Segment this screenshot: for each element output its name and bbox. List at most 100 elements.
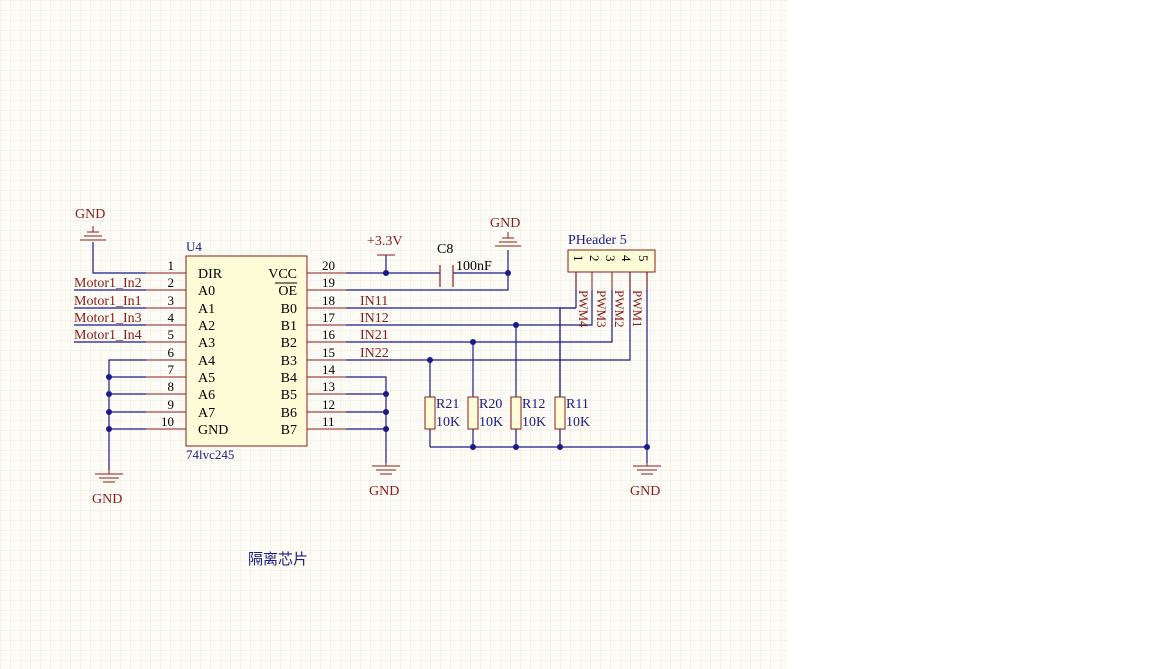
ic-u4[interactable]: U4 74lvc245	[146, 239, 346, 462]
resistor-r21[interactable]: R21 10K	[424, 396, 460, 430]
gnd-symbol-left-bottom	[95, 470, 123, 483]
pin-name: B4	[281, 371, 297, 386]
pin-name: A5	[198, 371, 215, 386]
pin-number: 6	[168, 345, 175, 360]
pin-name: DIR	[198, 267, 223, 282]
resistor-designator: R21	[436, 397, 459, 412]
pin-number: 8	[168, 379, 175, 394]
header-pin-lines	[575, 272, 648, 290]
resistor-r11[interactable]: R11 10K	[554, 396, 590, 430]
net-label: IN12	[360, 311, 389, 326]
pin-name: VCC	[268, 267, 297, 282]
header-pin-number: 3	[603, 255, 618, 262]
output-net-labels: IN11 IN12 IN21 IN22	[360, 294, 389, 361]
pin-name: B2	[281, 336, 297, 351]
header-pin-number: 5	[636, 255, 651, 262]
net-label: Motor1_In2	[74, 276, 142, 291]
pin-number: 2	[168, 275, 175, 290]
ic-part-number: 74lvc245	[186, 447, 234, 462]
sheet-caption: 隔离芯片	[248, 551, 308, 568]
net-label: IN22	[360, 346, 389, 361]
pin-number: 14	[322, 362, 336, 377]
pin-number: 4	[168, 310, 175, 325]
ic-right-pin-names: VCC OE B0 B1 B2 B3 B4 B5 B6 B7	[268, 267, 297, 438]
pwm-net-label: PWM1	[630, 290, 645, 328]
pin-name: B1	[281, 319, 297, 334]
pin-number: 1	[168, 258, 175, 273]
pin-name: OE	[278, 284, 297, 299]
pin-name: A6	[198, 388, 215, 403]
ic-left-pin-names: DIR A0 A1 A2 A3 A4 A5 A6 A7 GND	[198, 267, 228, 438]
capacitor-c8[interactable]	[439, 265, 454, 287]
pin-name: A1	[198, 302, 215, 317]
gnd-label: GND	[630, 484, 660, 499]
input-net-labels: Motor1_In2 Motor1_In1 Motor1_In3 Motor1_…	[74, 276, 142, 343]
ic-right-pin-numbers: 20 19 18 17 16 15 14 13 12 11	[322, 258, 336, 429]
pin-number: 13	[322, 379, 335, 394]
pin-number: 18	[322, 293, 335, 308]
pin-name: A7	[198, 406, 215, 421]
pin-number: 19	[322, 275, 335, 290]
resistor-value: 10K	[522, 415, 546, 430]
net-label: IN21	[360, 328, 389, 343]
pin-name: A2	[198, 319, 215, 334]
capacitor-value: 100nF	[456, 259, 492, 274]
pin-name: A0	[198, 284, 215, 299]
net-label: Motor1_In4	[74, 328, 142, 343]
pwm-net-label: PWM3	[594, 290, 609, 328]
resistor-value: 10K	[479, 415, 503, 430]
resistor-designator: R12	[522, 397, 545, 412]
pwm-net-label: PWM4	[576, 290, 591, 328]
resistor-value: 10K	[436, 415, 460, 430]
header-pin-number: 4	[619, 255, 634, 262]
wires	[74, 242, 648, 470]
pin-name: B3	[281, 354, 297, 369]
capacitor-designator: C8	[437, 242, 453, 257]
header-pin-numbers: 1 2 3 4 5	[571, 255, 651, 262]
pin-name: B6	[281, 406, 297, 421]
ic-left-pin-numbers: 1 2 3 4 5 6 7 8 9 10	[161, 258, 175, 429]
ic-left-pin-lines	[146, 272, 186, 430]
pin-name: B0	[281, 302, 297, 317]
pin-name: B5	[281, 388, 297, 403]
pin-number: 20	[322, 258, 335, 273]
junctions	[106, 270, 650, 450]
header-pin-number: 1	[571, 255, 586, 262]
pin-number: 16	[322, 327, 336, 342]
gnd-label: GND	[369, 484, 399, 499]
pin-number: 10	[161, 414, 174, 429]
resistor-value: 10K	[566, 415, 590, 430]
ic-right-pin-lines	[307, 272, 346, 430]
pin-number: 9	[168, 397, 175, 412]
gnd-label: GND	[92, 492, 122, 507]
pin-number: 12	[322, 397, 335, 412]
gnd-symbol-top-left	[80, 226, 106, 241]
header-designator: PHeader 5	[568, 233, 627, 248]
pin-number: 7	[168, 362, 175, 377]
pin-name: B7	[281, 423, 297, 438]
net-label: Motor1_In3	[74, 311, 142, 326]
pwm-net-label: PWM2	[612, 290, 627, 328]
resistor-r20[interactable]: R20 10K	[467, 396, 503, 430]
gnd-label: GND	[75, 207, 105, 222]
resistor-designator: R20	[479, 397, 502, 412]
vcc-label: +3.3V	[367, 234, 403, 249]
pin-number: 3	[168, 293, 175, 308]
ic-body[interactable]	[185, 255, 308, 447]
header-pin-number: 2	[587, 255, 602, 262]
resistor-designator: R11	[566, 397, 589, 412]
pin-number: 17	[322, 310, 336, 325]
pin-name: A4	[198, 354, 215, 369]
header-p[interactable]: PHeader 5 1 2 3 4 5 PWM4 PWM3 PWM2 PWM1	[567, 233, 656, 328]
net-label: Motor1_In1	[74, 294, 142, 309]
gnd-symbol-mid-bottom	[372, 463, 400, 475]
pin-name: A3	[198, 336, 215, 351]
sheet-grid	[0, 0, 787, 669]
resistor-r12[interactable]: R12 10K	[510, 396, 546, 430]
ic-designator: U4	[186, 239, 202, 254]
net-label: IN11	[360, 294, 388, 309]
gnd-symbol-right-bottom	[633, 463, 661, 475]
pin-name: GND	[198, 423, 228, 438]
gnd-symbol-cap	[495, 232, 521, 247]
